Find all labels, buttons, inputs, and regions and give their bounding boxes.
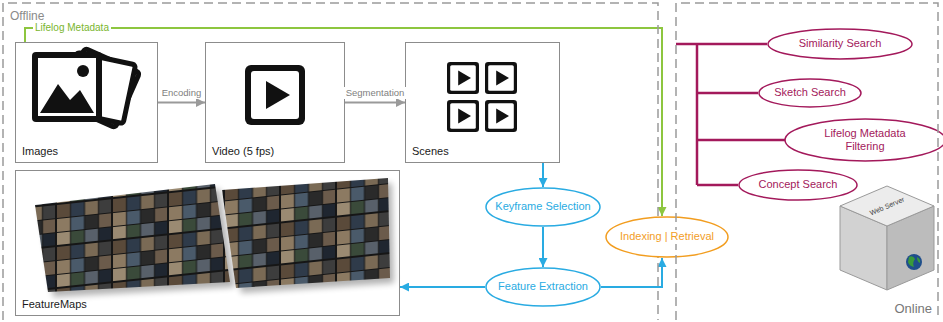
ellipse-shape	[759, 79, 861, 107]
scene-icon	[447, 62, 479, 94]
process-ellipse: Keyframe Selection	[485, 187, 601, 227]
query-ellipse: Concept Search	[738, 169, 858, 201]
dashed-border	[676, 3, 938, 320]
node-label: Feature Extraction	[498, 280, 588, 293]
online-region: Online Similarity SearchSketch SearchLife…	[676, 3, 938, 320]
edge-label: Lifelog Metadata	[33, 22, 111, 34]
edge-label-holder: Lifelog Metadata	[33, 22, 111, 34]
web-server-icon	[840, 186, 934, 290]
photo-sun	[77, 65, 89, 77]
query-ellipse: Lifelog Metadata Filtering	[784, 118, 943, 162]
flow-connector	[158, 102, 205, 104]
scene-icon	[485, 100, 517, 132]
ellipse-shape	[606, 217, 728, 257]
collage-plane	[35, 184, 230, 292]
flow-connector	[25, 28, 662, 216]
node-label: Indexing | Retrieval	[618, 230, 716, 243]
flow-connector	[345, 102, 405, 104]
video-icon	[245, 65, 305, 125]
stage-box: Images	[15, 42, 158, 163]
process-ellipse: Feature Extraction	[485, 267, 601, 307]
node-label: Keyframe Selection	[495, 200, 590, 213]
flow-connector	[542, 163, 544, 187]
scene-icon	[485, 62, 517, 94]
node-label: Lifelog Metadata Filtering	[813, 127, 917, 153]
scene-icon	[447, 100, 479, 132]
node-label: Video (5 fps)	[212, 145, 274, 158]
node-label: Concept Search	[759, 178, 838, 191]
photo-frame	[32, 52, 102, 122]
edge-label: Segmentation	[344, 87, 407, 98]
ellipse-shape	[785, 119, 943, 161]
query-tree-lines	[676, 44, 795, 185]
collage-plane	[222, 178, 390, 288]
region-outline	[3, 3, 658, 320]
flow-connector	[601, 258, 662, 287]
query-ellipse: Similarity Search	[767, 28, 913, 60]
query-ellipse: Sketch Search	[758, 78, 862, 108]
stage-box: Video (5 fps)	[205, 42, 345, 163]
server-top-face	[840, 186, 934, 226]
region-outline	[676, 3, 938, 320]
node-label: Sketch Search	[774, 86, 846, 99]
photo-inner	[38, 58, 96, 116]
edge-label: Encoding	[160, 87, 204, 98]
offline-region: OfflineImagesVideo (5 fps)ScenesKeyframe…	[3, 3, 658, 320]
ellipse-shape	[768, 29, 912, 59]
region-title: Online	[894, 301, 932, 317]
server-globe	[906, 254, 922, 270]
flow-connector	[400, 286, 485, 288]
edge-label-holder: Segmentation	[344, 87, 407, 98]
flow-connector	[542, 227, 544, 267]
node-label: Images	[22, 145, 58, 158]
stage-box: FeatureMaps	[15, 170, 400, 316]
node-label: Similarity Search	[799, 37, 882, 50]
ellipse-shape	[486, 268, 600, 306]
photo-mountains	[40, 84, 94, 113]
images-icon	[32, 48, 140, 127]
ellipse-shape	[739, 170, 857, 200]
node-label: FeatureMaps	[22, 298, 87, 311]
node-label: Scenes	[412, 145, 449, 158]
index-ellipse: Indexing | Retrieval	[605, 216, 729, 258]
globe-land	[908, 256, 920, 267]
ellipse-shape	[486, 188, 600, 226]
stage-box: Scenes	[405, 42, 560, 163]
featuremap-collage	[35, 178, 394, 297]
edge-label-holder: Encoding	[160, 87, 204, 98]
dashed-border	[3, 3, 658, 320]
scenes-icon	[447, 62, 517, 132]
